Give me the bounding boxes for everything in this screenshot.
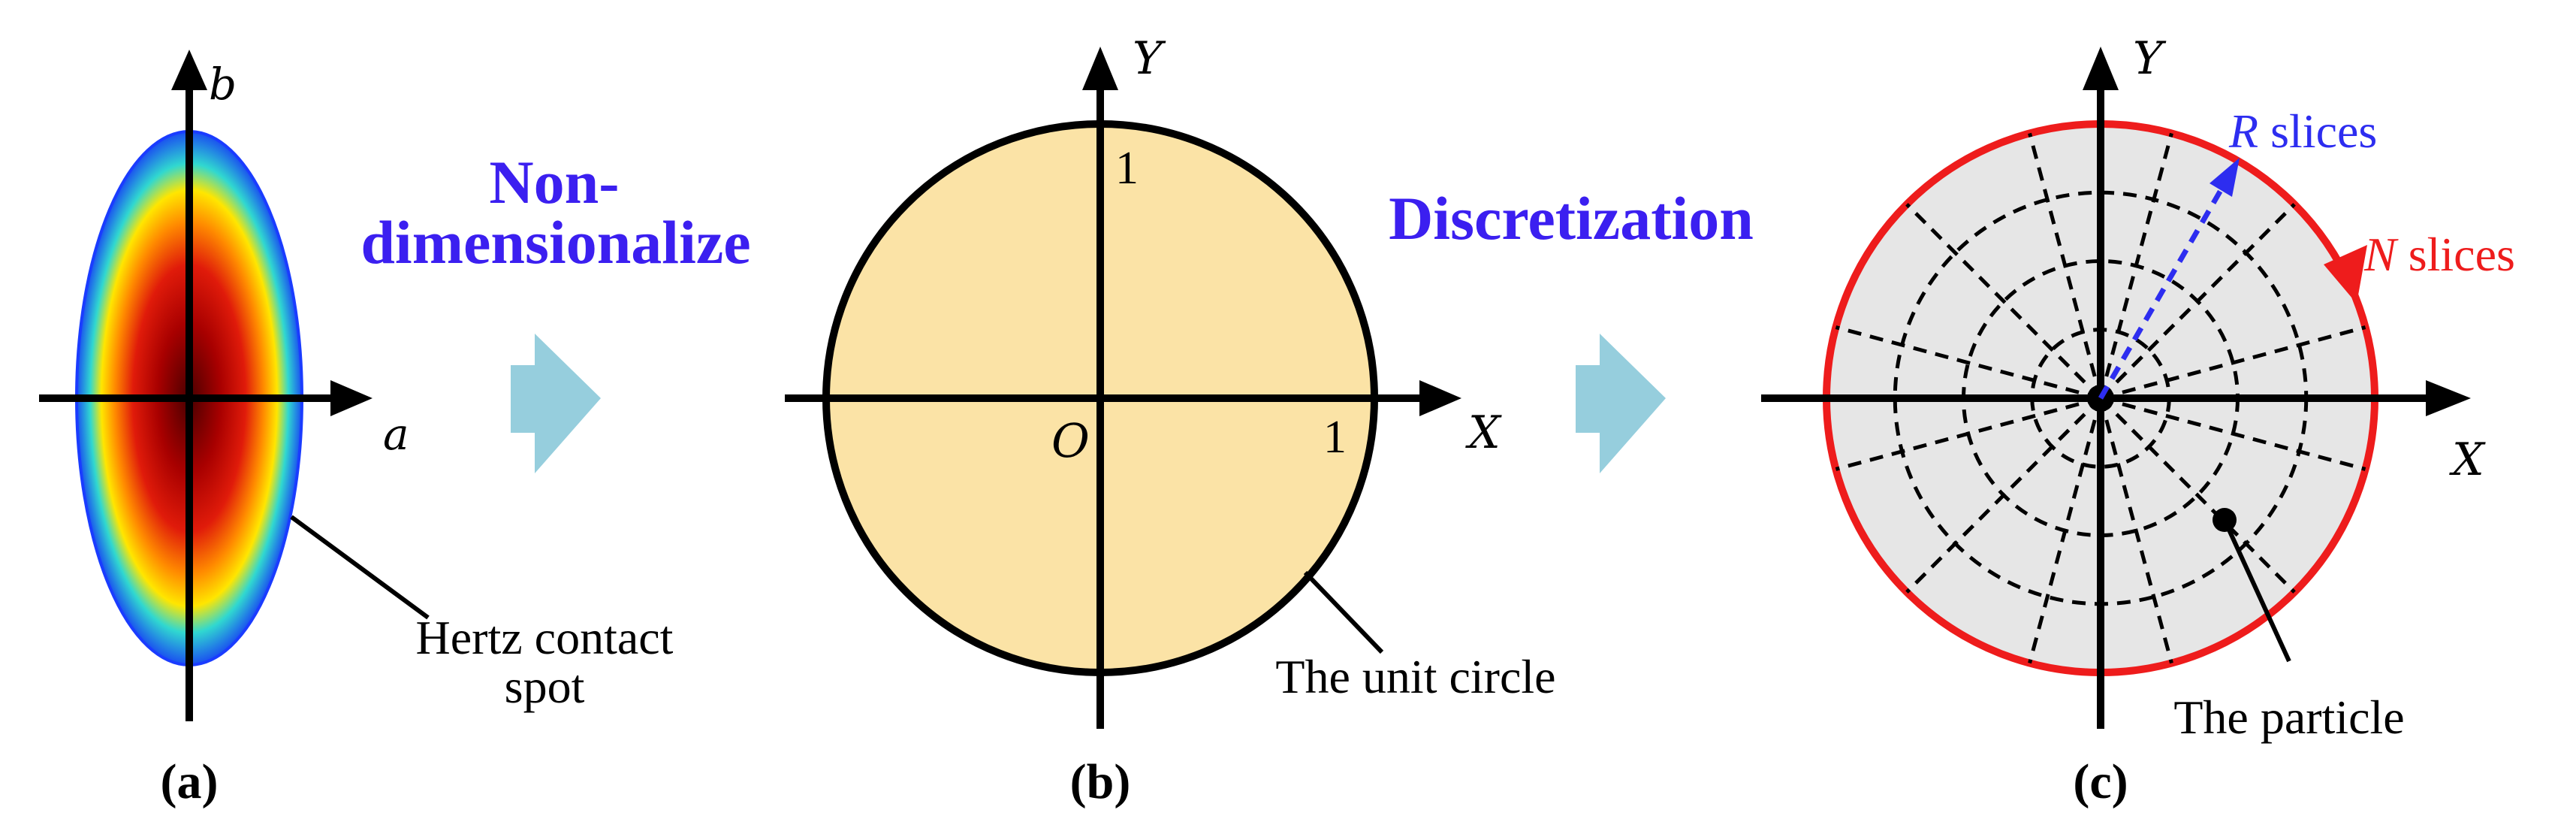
grid-spoke-8	[1905, 397, 2102, 594]
axis-y-arrowhead-b	[1082, 47, 1118, 90]
axis-a-label: a	[383, 409, 409, 460]
r-slices-arrowhead	[2210, 158, 2240, 197]
n-slices-arrowhead	[2324, 245, 2367, 304]
right-arrow-icon	[511, 334, 601, 473]
r-slices-text: slices	[2258, 104, 2377, 158]
axis-x-label-c: X	[2449, 434, 2486, 486]
tick-y-label: 1	[1115, 143, 1139, 194]
grid-spoke-6	[1835, 325, 2101, 400]
r-slices-arrow-line	[2098, 185, 2226, 400]
n-slices-label: N slices	[2363, 228, 2515, 281]
caption-a: (a)	[161, 754, 219, 809]
axis-x-arrowhead-b	[1419, 380, 1461, 416]
unit-circle-label: The unit circle	[1275, 650, 1555, 703]
axis-x-label-b: X	[1465, 406, 1502, 459]
particle-label: The particle	[2173, 690, 2404, 744]
grid-spoke-3	[2098, 132, 2173, 399]
r-variable: R	[2228, 104, 2258, 158]
hertz-leader-line	[290, 515, 430, 620]
unit-circle-leader-line	[1303, 570, 1384, 654]
step1-label-line2: dimensionalize	[360, 208, 750, 276]
grid-spoke-7	[1835, 396, 2101, 471]
hertz-label-line1: Hertz contact	[416, 611, 674, 664]
grid-spoke-9	[2028, 397, 2103, 664]
step2-label: Discretization	[1389, 184, 1754, 252]
grid-spoke-10	[2098, 397, 2173, 664]
n-variable: N	[2363, 228, 2399, 281]
grid-spoke-5	[1905, 203, 2102, 400]
panel-c: R slices N slices The particle Y X (c)	[1761, 32, 2515, 809]
r-slices-label: R slices	[2228, 104, 2377, 158]
caption-b: (b)	[1070, 754, 1131, 809]
grid-spoke-2	[2099, 203, 2296, 400]
n-slices-text: slices	[2397, 228, 2515, 281]
axis-y-label-c: Y	[2133, 32, 2167, 85]
panel-b: Y X O 1 1 The unit circle (b)	[785, 32, 1556, 809]
grid-spoke-12	[2100, 396, 2366, 471]
caption-c: (c)	[2073, 754, 2128, 809]
axis-b-label: b	[209, 59, 237, 110]
grid-spoke-4	[2028, 132, 2103, 399]
hertz-label-line2: spot	[505, 660, 585, 713]
grid-spoke-1	[2100, 325, 2366, 400]
right-arrow-icon	[1576, 334, 1666, 473]
panel-a: b a Hertz contact spot (a)	[39, 50, 674, 809]
step-discretization: Discretization	[1389, 184, 1754, 473]
particle-leader-line	[2222, 518, 2291, 663]
axis-a-arrowhead	[330, 380, 373, 416]
grid-spoke-11	[2099, 397, 2296, 594]
axis-y-arrowhead-c	[2083, 47, 2119, 90]
axis-x-arrowhead-c	[2426, 380, 2471, 416]
step1-label-line1: Non-	[489, 148, 619, 216]
step-nondimensionalize: Non- dimensionalize	[360, 148, 751, 473]
origin-label: O	[1051, 413, 1090, 468]
axis-y-label-b: Y	[1133, 32, 1166, 85]
axis-b-arrowhead	[171, 50, 207, 90]
tick-x-label: 1	[1323, 412, 1347, 463]
